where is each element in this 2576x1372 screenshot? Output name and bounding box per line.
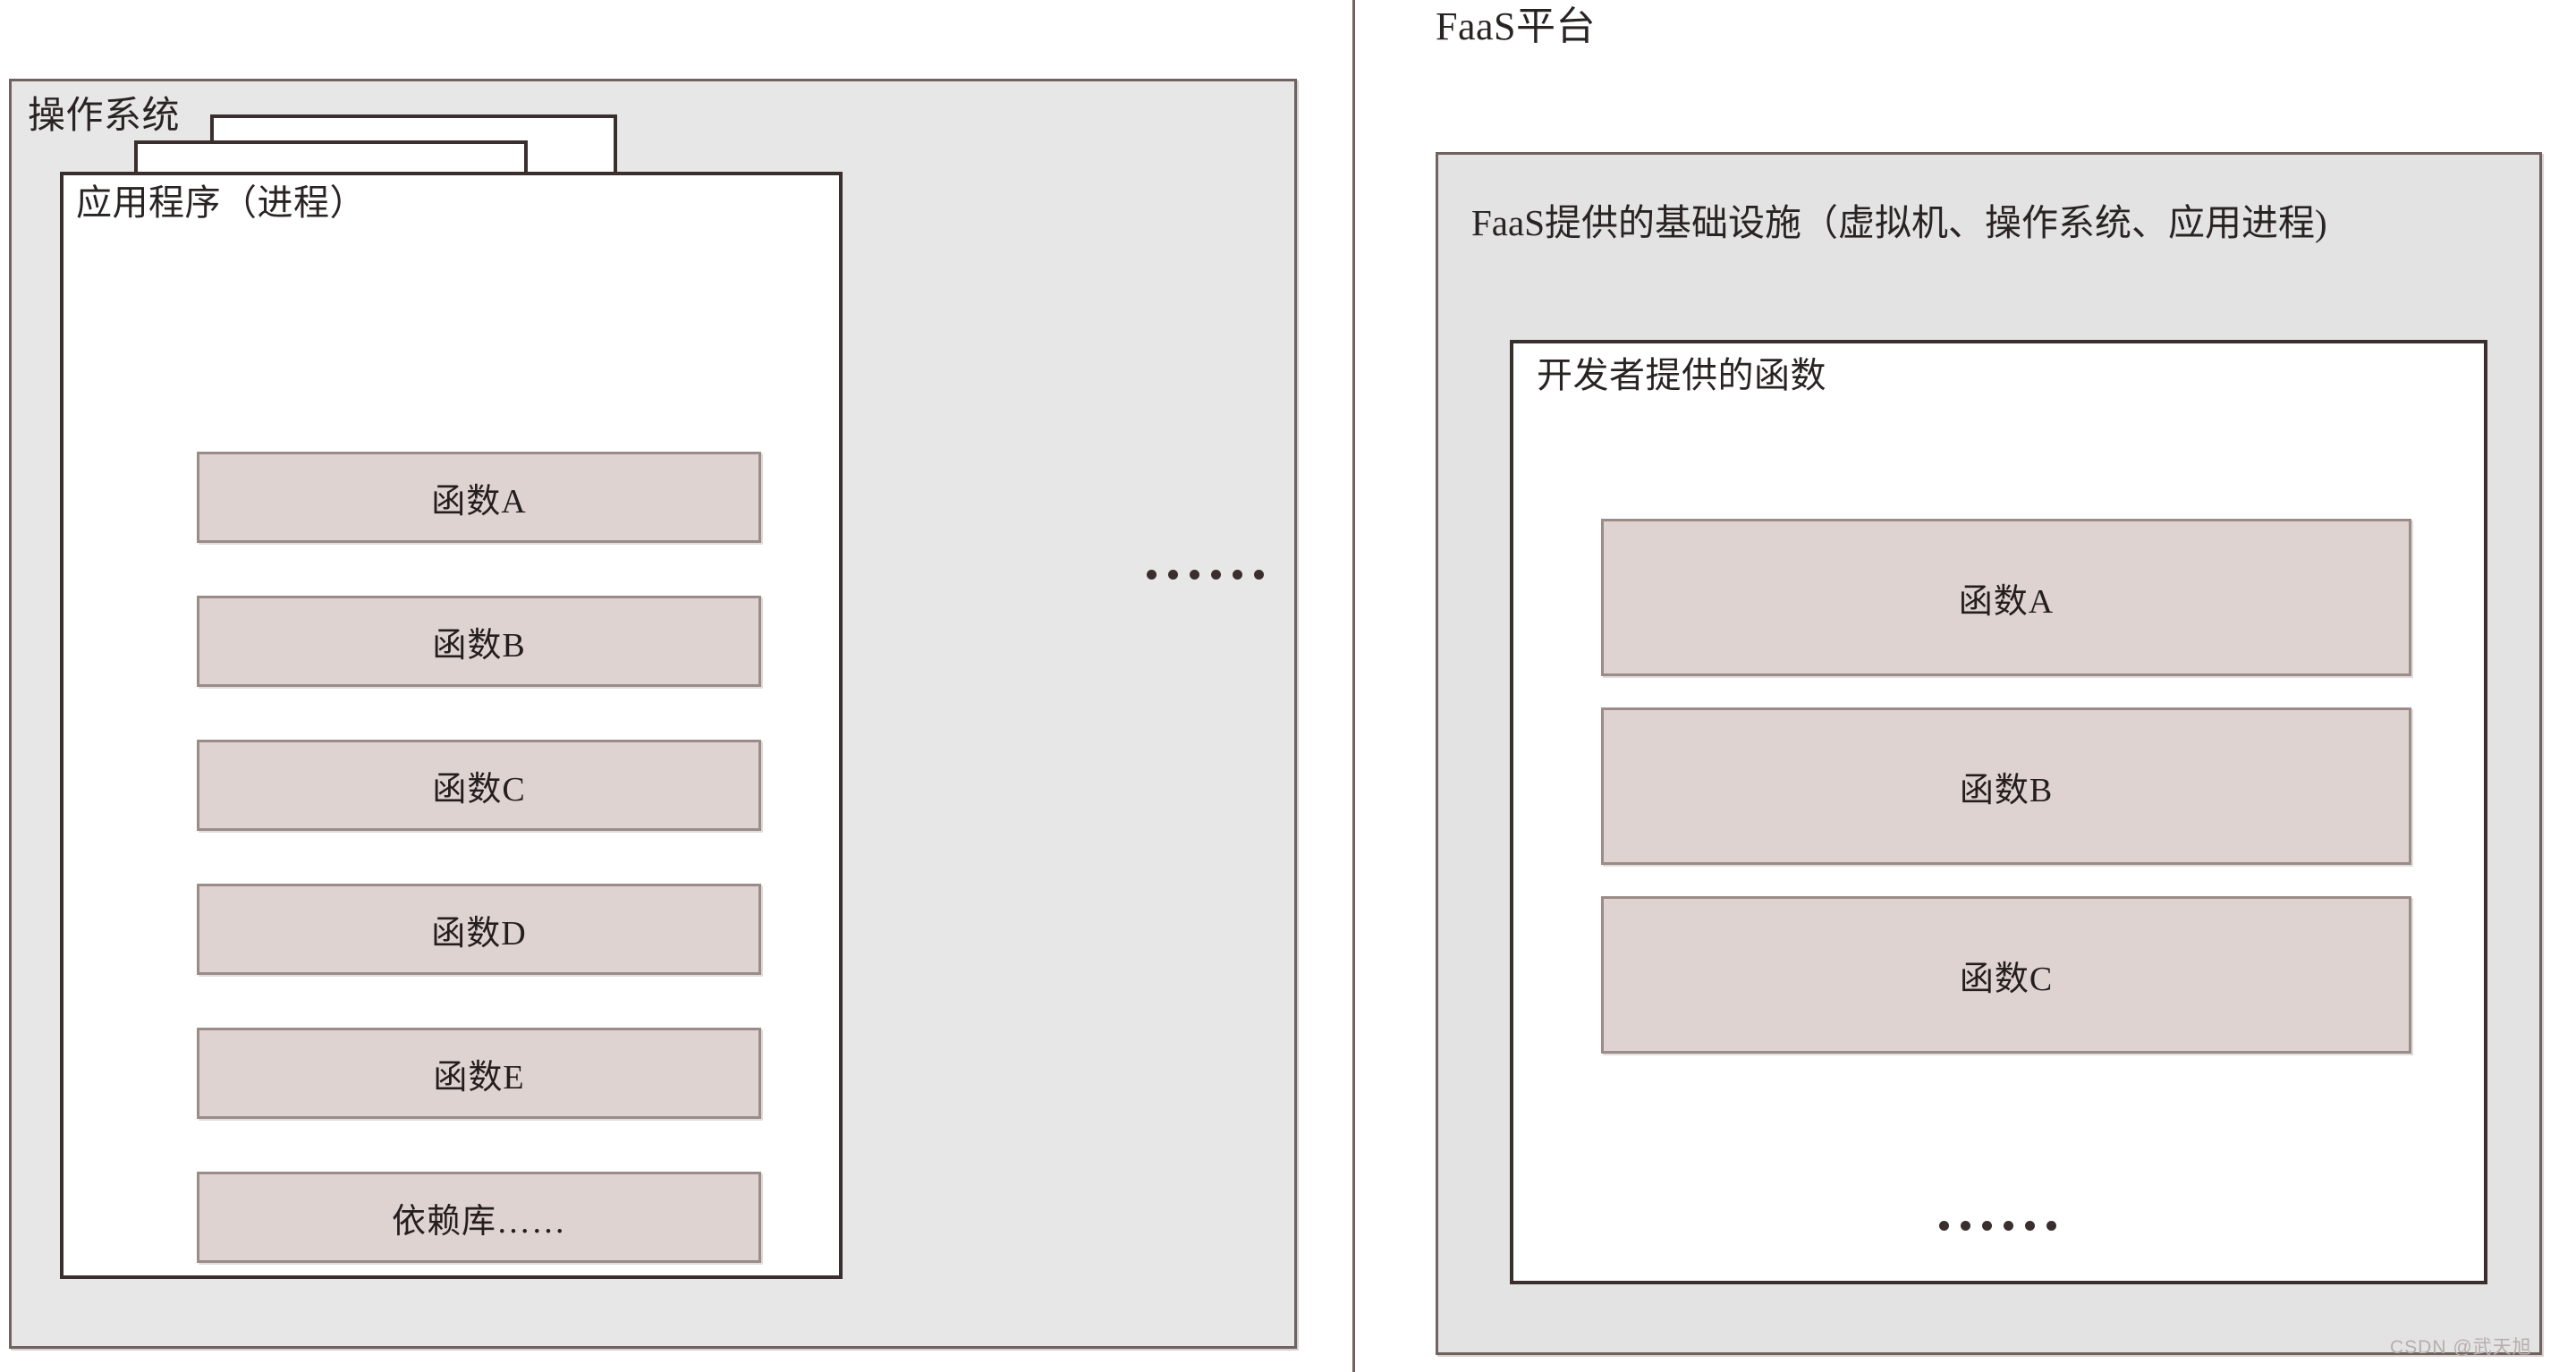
ellipsis-dot (1982, 1220, 1992, 1231)
application-process-label: 应用程序（进程） (76, 182, 366, 223)
function-box[interactable]: 函数B (197, 596, 761, 687)
function-label: 函数B (1959, 771, 2054, 809)
ellipsis-dot (1147, 569, 1157, 580)
column-divider (1352, 0, 1355, 1372)
function-label: 函数B (432, 626, 526, 665)
ellipsis-dot (2046, 1220, 2056, 1231)
faas-infrastructure-label: FaaS提供的基础设施（虚拟机、操作系统、应用进程) (1471, 202, 2327, 243)
function-box[interactable]: 依赖库…… (197, 1172, 761, 1263)
function-label: 函数C (1959, 960, 2054, 998)
right-ellipsis-icon (1939, 1203, 2073, 1248)
left-function-list: 函数A 函数B 函数C 函数D 函数E 依赖库…… (197, 452, 761, 1263)
function-box[interactable]: 函数E (197, 1028, 761, 1119)
ellipsis-dot (2004, 1220, 2013, 1231)
function-box[interactable]: 函数B (1601, 707, 2411, 865)
function-label: 函数A (1958, 582, 2055, 621)
function-label: 函数C (432, 770, 526, 809)
ellipsis-dot (1168, 569, 1178, 580)
ellipsis-dot (1254, 569, 1264, 580)
ellipsis-dot (1211, 569, 1221, 580)
operating-system-label: 操作系统 (28, 96, 181, 137)
developer-function-label: 开发者提供的函数 (1537, 355, 1826, 395)
function-label: 函数D (431, 914, 527, 953)
csdn-watermark: CSDN @武天旭 (2390, 1337, 2532, 1358)
right-function-list: 函数A 函数B 函数C (1601, 519, 2411, 1054)
ellipsis-dot (1233, 569, 1242, 580)
function-label: 函数A (431, 482, 527, 521)
ellipsis-dot (1961, 1220, 1970, 1231)
ellipsis-dot (1939, 1220, 1949, 1231)
function-box[interactable]: 函数C (1601, 896, 2411, 1054)
function-label: 依赖库…… (391, 1202, 566, 1241)
function-box[interactable]: 函数D (197, 884, 761, 975)
function-label: 函数E (433, 1058, 525, 1097)
left-ellipsis-icon (1147, 547, 1290, 601)
right-column-heading: FaaS平台 (1436, 4, 1596, 48)
function-box[interactable]: 函数A (1601, 519, 2411, 676)
ellipsis-dot (2025, 1220, 2035, 1231)
function-box[interactable]: 函数C (197, 740, 761, 831)
ellipsis-dot (1190, 569, 1199, 580)
function-box[interactable]: 函数A (197, 452, 761, 543)
